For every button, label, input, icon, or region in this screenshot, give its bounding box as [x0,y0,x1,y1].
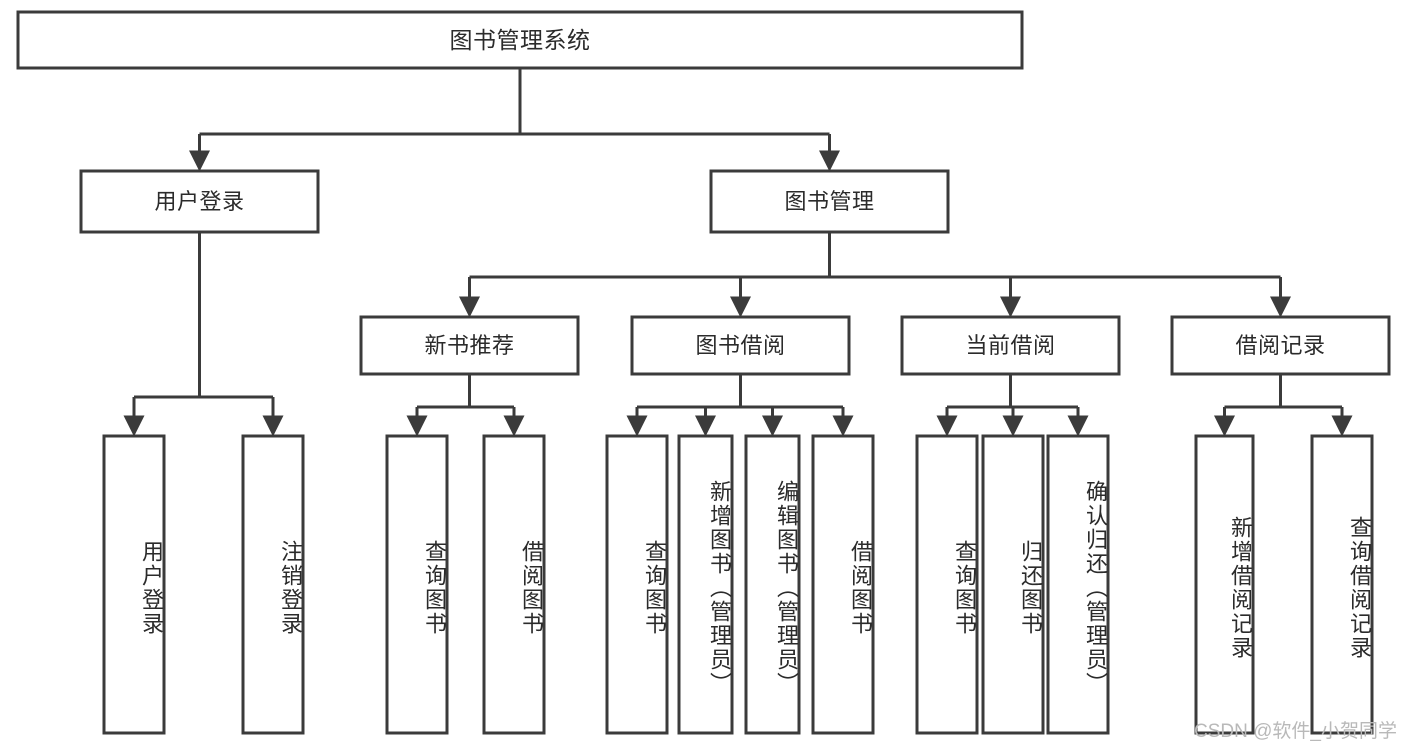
node-box-root-0[interactable] [16,10,1024,70]
node-box-level3-3[interactable] [1170,315,1391,376]
node-box-leaf-2[interactable] [385,434,449,735]
node-box-leaf-11[interactable] [1194,434,1255,735]
node-box-level2-1[interactable] [709,169,950,234]
node-box-leaf-0[interactable] [102,434,166,735]
node-box-leaf-1[interactable] [241,434,305,735]
node-box-level3-0[interactable] [359,315,580,376]
node-boxes [16,10,1391,735]
node-box-level2-0[interactable] [79,169,320,234]
node-box-level3-1[interactable] [630,315,851,376]
node-box-leaf-9[interactable] [981,434,1045,735]
node-box-leaf-7[interactable] [811,434,875,735]
node-box-level3-2[interactable] [900,315,1121,376]
node-box-leaf-5[interactable] [677,434,734,735]
node-box-leaf-3[interactable] [482,434,546,735]
node-box-leaf-4[interactable] [605,434,669,735]
node-box-leaf-12[interactable] [1310,434,1374,735]
node-box-leaf-10[interactable] [1046,434,1110,735]
node-box-leaf-8[interactable] [915,434,979,735]
node-box-leaf-6[interactable] [744,434,801,735]
node-links [123,68,1353,437]
